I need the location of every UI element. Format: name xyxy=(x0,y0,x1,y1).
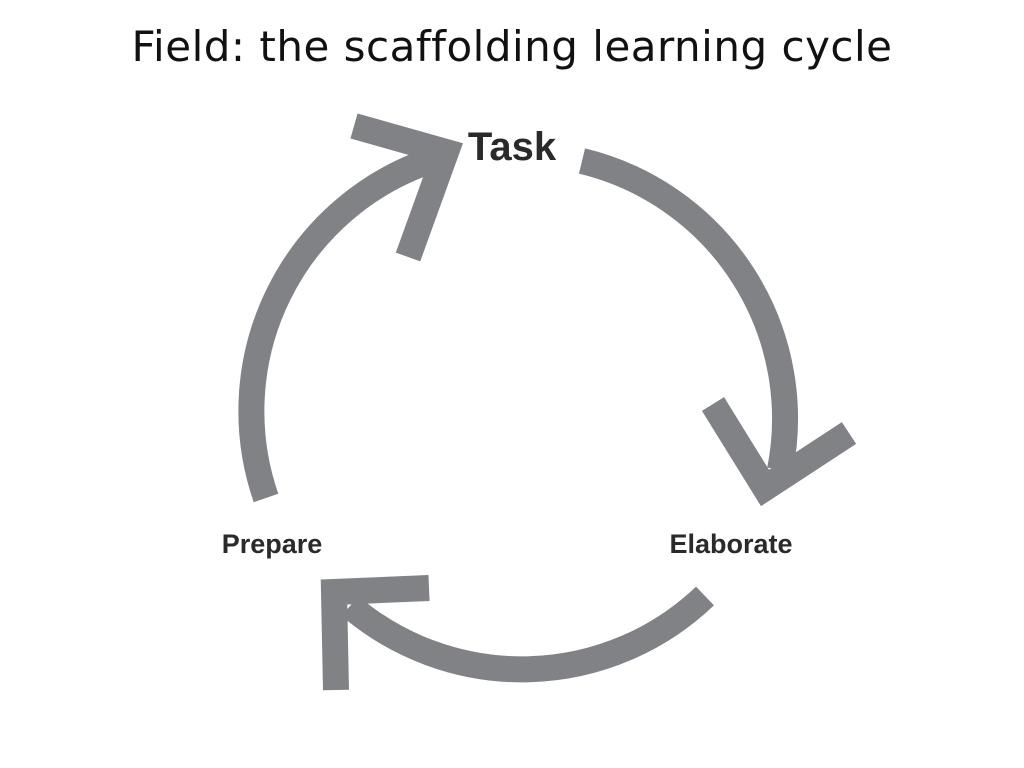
arrowhead-task xyxy=(350,113,463,262)
node-label-elaborate: Elaborate xyxy=(669,529,792,559)
slide-title: Field: the scaffolding learning cycle xyxy=(131,22,893,71)
arrowhead-prepare xyxy=(320,575,430,691)
arrow-elaborate-to-prepare xyxy=(341,586,714,683)
arrow-task-to-elaborate xyxy=(578,148,799,473)
node-label-prepare: Prepare xyxy=(222,529,323,559)
arrowhead-elaborate xyxy=(701,397,857,507)
arrow-prepare-to-task xyxy=(238,147,437,503)
node-label-task: Task xyxy=(468,125,557,169)
